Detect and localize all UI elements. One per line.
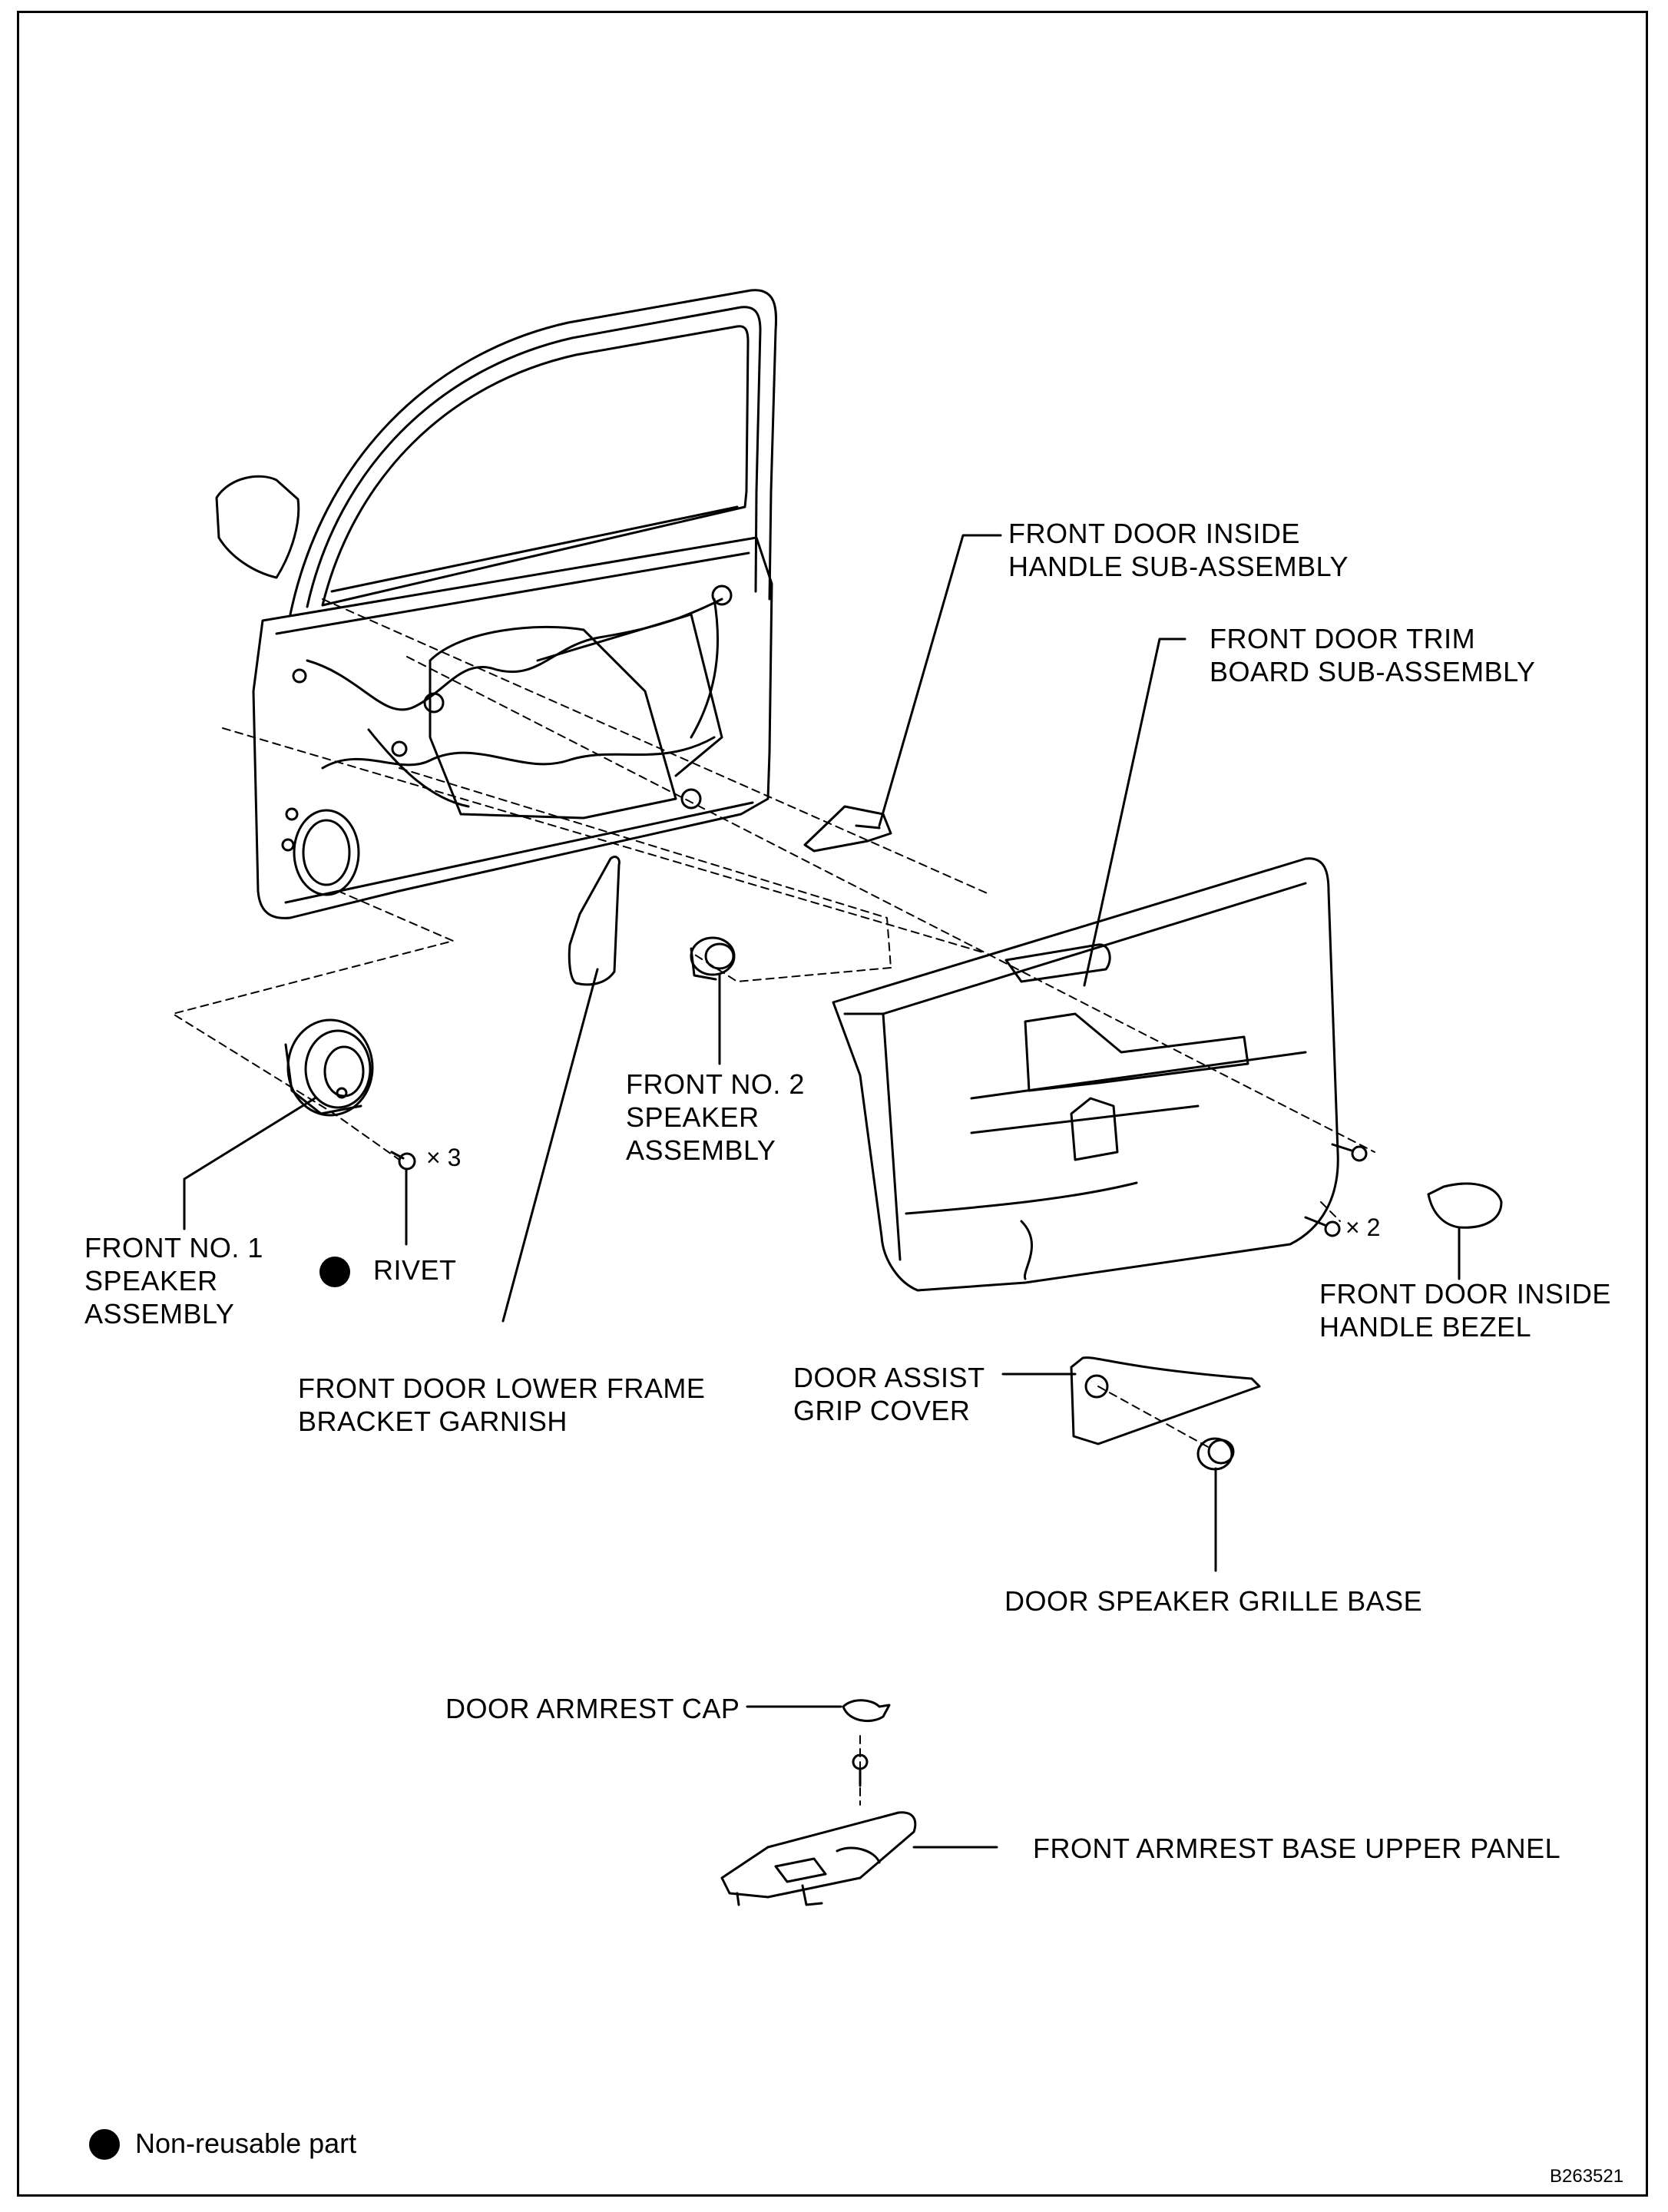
label-no1-speaker: FRONT NO. 1 SPEAKER ASSEMBLY	[84, 1232, 263, 1330]
armrest-panel-part	[720, 1811, 917, 1906]
diagram-frame	[17, 11, 1648, 2197]
trim-board-part	[832, 857, 1339, 1292]
label-rivet: RIVET	[373, 1254, 457, 1286]
lower-frame-garnish-part	[568, 856, 621, 986]
label-armrest-cap: DOOR ARMREST CAP	[445, 1693, 740, 1724]
front-door-frame	[215, 289, 778, 919]
rivet-quantity: × 3	[426, 1144, 462, 1171]
label-trim-board: FRONT DOOR TRIM BOARD SUB-ASSEMBLY	[1210, 623, 1536, 687]
leader-lines	[183, 534, 1461, 1849]
handle-bezel-part	[1427, 1182, 1503, 1229]
front-no1-speaker	[284, 1018, 374, 1117]
rivet-part	[390, 1151, 416, 1171]
armrest-screw-part	[852, 1753, 869, 1787]
legend-dot-icon	[89, 2129, 120, 2160]
label-lower-frame-garnish: FRONT DOOR LOWER FRAME BRACKET GARNISH	[298, 1373, 706, 1437]
front-no2-speaker	[690, 936, 736, 981]
screw-quantity: × 2	[1345, 1214, 1381, 1241]
alignment-lines	[172, 598, 1375, 1806]
label-grille-base: DOOR SPEAKER GRILLE BASE	[1004, 1585, 1423, 1617]
label-armrest-panel: FRONT ARMREST BASE UPPER PANEL	[1033, 1833, 1561, 1864]
inside-handle-part	[803, 805, 892, 853]
label-no2-speaker: FRONT NO. 2 SPEAKER ASSEMBLY	[626, 1068, 805, 1166]
label-inside-handle: FRONT DOOR INSIDE HANDLE SUB-ASSEMBLY	[1008, 518, 1349, 582]
grille-base-part	[1196, 1437, 1235, 1471]
label-assist-grip-cover: DOOR ASSIST GRIP COVER	[793, 1362, 985, 1426]
armrest-cap-part	[842, 1699, 891, 1723]
label-handle-bezel: FRONT DOOR INSIDE HANDLE BEZEL	[1319, 1278, 1611, 1343]
trim-screws	[1304, 1143, 1368, 1237]
non-reusable-marker	[319, 1257, 350, 1287]
legend-non-reusable: Non-reusable part	[135, 2128, 357, 2159]
figure-id: B263521	[1550, 2166, 1624, 2187]
assist-grip-cover-part	[1070, 1356, 1261, 1445]
